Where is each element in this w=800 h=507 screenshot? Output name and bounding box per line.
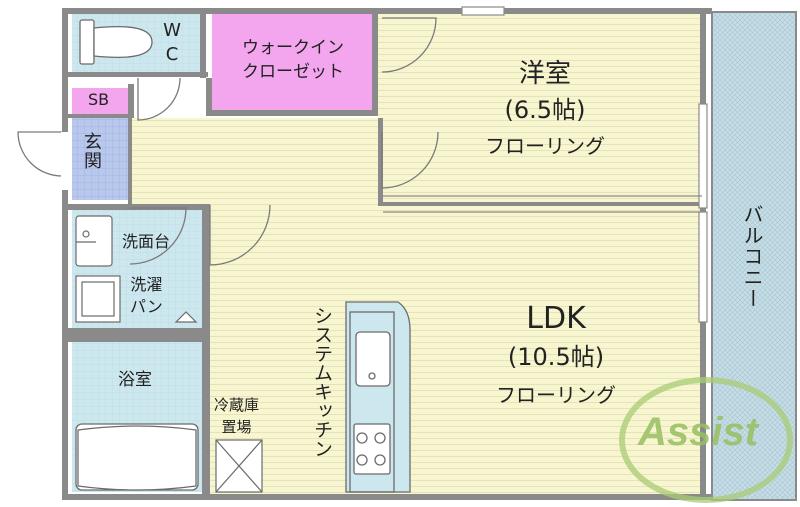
ldk-size: (10.5帖) xyxy=(507,343,605,371)
kitchen-counter xyxy=(345,301,411,493)
door-swings xyxy=(17,17,439,266)
ldk-label: LDK (10.5帖) フローリング xyxy=(436,300,676,414)
kitchen-label: システムキッチン xyxy=(311,306,333,458)
fridge-label-line1: 冷蔵庫 xyxy=(214,396,260,414)
closet-label: ウォークイン クローゼット xyxy=(222,36,364,84)
assist-logo-text: Assist xyxy=(638,410,759,454)
ldk-name: LDK xyxy=(526,301,586,336)
fridge-label: 冷蔵庫 置場 xyxy=(214,394,259,438)
wc-label-line2: C xyxy=(165,44,179,65)
entrance-area xyxy=(72,118,128,200)
washer-label-line1: 洗濯 xyxy=(130,275,163,294)
hallway-floor xyxy=(130,118,380,206)
washer-label: 洗濯 パン xyxy=(130,274,163,318)
sb-label: SB xyxy=(88,90,110,109)
wc-label: W C xyxy=(160,22,184,64)
wc-label-line1: W xyxy=(163,20,181,41)
fridge-label-line2: 置場 xyxy=(221,418,252,436)
bathroom-label: 浴室 xyxy=(118,370,152,390)
western-room-size: (6.5帖) xyxy=(504,96,586,124)
closet-label-line2: クローゼット xyxy=(242,62,344,82)
balcony-label: バルコニー xyxy=(740,204,764,309)
washer-pan xyxy=(75,275,198,323)
washstand-label: 洗面台 xyxy=(122,232,171,251)
windows xyxy=(383,6,708,323)
western-room-floor-type: フローリング xyxy=(485,134,605,158)
ldk-floor-type: フローリング xyxy=(496,383,616,407)
western-room-floor xyxy=(378,12,702,206)
sb-area xyxy=(72,88,132,114)
bathtub xyxy=(75,423,199,491)
western-room-label: 洋室 (6.5帖) フローリング xyxy=(430,56,660,164)
western-room-name: 洋室 xyxy=(518,59,571,89)
fridge-space xyxy=(215,439,263,493)
toilet-fixture xyxy=(79,19,153,65)
closet-label-line1: ウォークイン xyxy=(242,38,344,58)
closet-area xyxy=(212,14,372,110)
washer-label-line2: パン xyxy=(130,297,163,316)
assist-logo-mark xyxy=(619,377,793,503)
entrance-label: 玄関 xyxy=(81,132,102,170)
washbasin-fixture xyxy=(75,215,113,267)
